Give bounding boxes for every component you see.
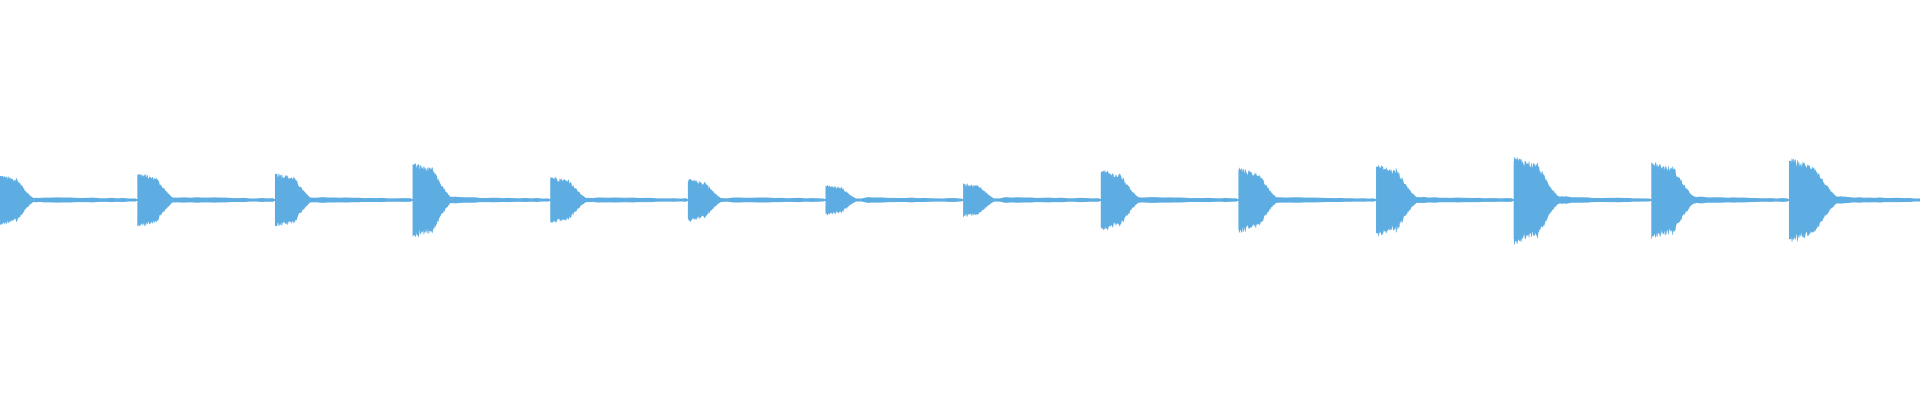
waveform-hit-5 [550, 176, 687, 223]
waveform-hit-8 [963, 182, 1100, 218]
waveform-hit-13 [1651, 162, 1788, 239]
waveform-hit-2 [137, 173, 274, 227]
waveform-hits [0, 156, 1920, 245]
waveform-hit-12 [1513, 156, 1650, 245]
waveform-hit-3 [274, 173, 412, 227]
waveform-hit-4 [412, 163, 549, 237]
waveform-hit-10 [1238, 167, 1375, 234]
waveform-hit-1 [0, 175, 136, 226]
waveform-hit-7 [825, 185, 962, 216]
waveform-hit-11 [1376, 164, 1513, 237]
waveform-hit-14 [1788, 158, 1920, 242]
waveform-hit-6 [687, 178, 825, 222]
waveform-hit-9 [1100, 170, 1238, 231]
